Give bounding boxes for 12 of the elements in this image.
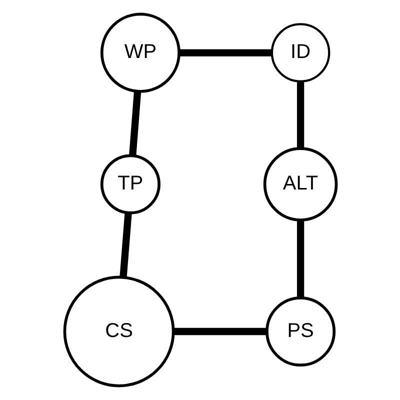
connector bbox=[173, 328, 266, 336]
connector bbox=[296, 220, 304, 298]
node-circle: CS bbox=[62, 276, 174, 388]
connector bbox=[296, 82, 304, 148]
node-circle: ALT bbox=[262, 147, 338, 222]
connector bbox=[119, 212, 132, 278]
connector bbox=[128, 91, 141, 156]
node-circle: PS bbox=[265, 296, 336, 367]
node-circle: ID bbox=[270, 23, 330, 82]
connector bbox=[178, 49, 272, 56]
node-circle: TP bbox=[100, 154, 160, 214]
node-circle: WP bbox=[100, 12, 180, 93]
